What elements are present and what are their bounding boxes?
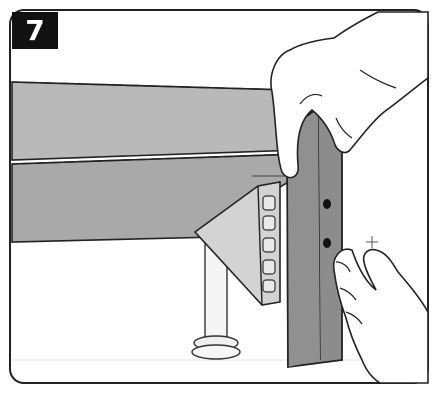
table-top-panel: [12, 82, 300, 160]
step-number-badge: 7: [12, 12, 58, 49]
